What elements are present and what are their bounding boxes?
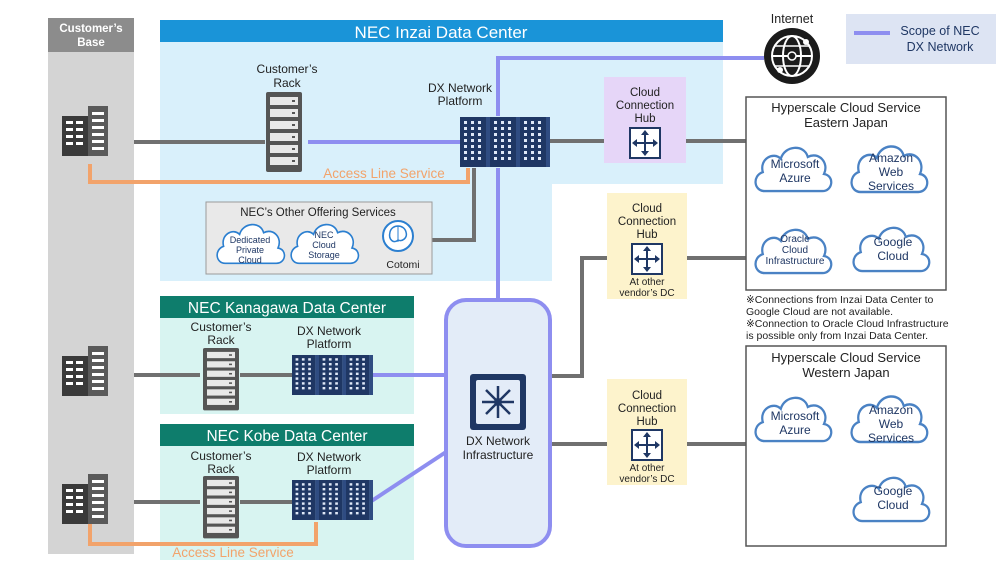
inzai-access-line [88,164,470,184]
east-aws-label-3: Services [868,179,914,193]
legend-label-2: DX Network [907,40,974,54]
cotomi-label: Cotomi [386,259,419,271]
inzai-dc-header [160,20,723,42]
note-line-4: is possible only from Inzai Data Center. [746,330,928,342]
west-google-label-2: Cloud [877,498,908,512]
east-cloud-title-2: Eastern Japan [804,115,888,130]
customer-base-column [48,18,134,554]
kobe-access-line [88,518,318,546]
kobe-dc-title: NEC Kobe Data Center [206,428,367,445]
east-vendor-hub-sub-2: vendor’s DC [619,288,674,299]
cotomi-icon [382,220,414,252]
storage-cloud-label: NEC [314,230,334,240]
link-other-offerings [430,168,476,242]
kanagawa-platform-icon [292,355,373,395]
inzai-rack-label: Customer’s [257,62,318,76]
kobe-rack-label: Customer’s [191,449,252,463]
inzai-access-line-label: Access Line Service [323,166,445,181]
west-aws-label-2: Web [879,417,904,431]
kobe-rack-label-2: Rack [207,462,235,476]
scope-to-internet [496,56,764,116]
east-vendor-hub-label: Cloud [632,203,662,215]
kanagawa-rack-label: Customer’s [191,320,252,334]
west-aws-label: Amazon [869,403,913,417]
note-line-1: ※Connections from Inzai Data Center to [746,294,934,306]
kobe-dc-header [160,424,414,446]
inzai-rack-icon [266,92,302,172]
west-aws-label-3: Services [868,431,914,445]
internet-label: Internet [771,12,814,26]
west-vendor-hub-sub: At other [629,463,665,474]
customer-base-label-2: Base [77,37,105,49]
inzai-hub-label-3: Hub [634,113,655,125]
east-azure-label-2: Azure [779,171,811,185]
internet-globe-icon [764,28,820,84]
kanagawa-dc-header [160,296,414,318]
east-oracle-label-2: Cloud [782,245,808,256]
kanagawa-rack-icon [203,348,239,411]
west-google-label: Google [874,484,913,498]
east-vendor-hub-label-3: Hub [636,229,657,241]
inzai-hub-label-2: Connection [616,100,674,112]
west-vendor-hub-sub-2: vendor’s DC [619,474,674,485]
infrastructure-label: DX Network [466,434,531,448]
east-vendor-hub-icon [630,242,664,276]
east-vendor-hub-label-2: Connection [618,216,676,228]
west-cloud-title-2: Western Japan [802,365,889,380]
storage-cloud-label-2: Cloud [312,240,336,250]
dedicated-cloud-label-2: Private [236,245,264,255]
west-azure-label-2: Azure [779,423,811,437]
inzai-platform-icon [460,117,550,167]
east-google-label: Google [874,235,913,249]
dedicated-cloud-label-3: Cloud [238,255,262,265]
inzai-rack-label-2: Rack [273,76,301,90]
note-line-3: ※Connection to Oracle Cloud Infrastructu… [746,318,949,330]
west-vendor-hub-label-3: Hub [636,416,657,428]
kobe-platform-label-2: Platform [307,463,352,477]
note-line-2: Google Cloud are not available. [746,306,893,318]
legend-box [846,14,996,64]
infrastructure-label-2: Infrastructure [463,448,534,462]
other-offerings-title: NEC’s Other Offering Services [240,207,396,219]
storage-cloud-label-3: Storage [308,250,340,260]
inzai-platform-label: DX Network [428,81,493,95]
east-azure-label: Microsoft [771,157,820,171]
west-cloud-title: Hyperscale Cloud Service [771,350,921,365]
east-cloud-title: Hyperscale Cloud Service [771,100,921,115]
customer-base-header [48,18,134,52]
inzai-dc-title: NEC Inzai Data Center [355,23,528,42]
west-vendor-hub-label-2: Connection [618,403,676,415]
inzai-hub-label: Cloud [630,87,660,99]
kobe-platform-icon [292,480,373,520]
scope-kobe-to-infra [368,450,448,504]
dedicated-cloud-label: Dedicated [230,235,271,245]
east-vendor-hub-sub: At other [629,277,665,288]
kobe-rack-icon [203,476,239,539]
kanagawa-dc-title: NEC Kanagawa Data Center [188,300,386,317]
east-aws-label: Amazon [869,151,913,165]
east-oracle-label-3: Infrastructure [766,256,825,267]
kobe-access-line-label: Access Line Service [172,545,294,560]
kanagawa-platform-label: DX Network [297,324,362,338]
infrastructure-icon [470,374,526,430]
legend-label: Scope of NEC [900,24,979,38]
kanagawa-rack-label-2: Rack [207,333,235,347]
inzai-hub-icon [628,126,662,160]
inzai-platform-label-2: Platform [438,94,483,108]
east-oracle-label: Oracle [780,234,810,245]
kanagawa-platform-label-2: Platform [307,337,352,351]
west-azure-label: Microsoft [771,409,820,423]
east-google-label-2: Cloud [877,249,908,263]
customer-base-label: Customer’s [59,23,122,35]
west-vendor-hub-label: Cloud [632,390,662,402]
kobe-platform-label: DX Network [297,450,362,464]
west-vendor-hub-icon [630,428,664,462]
east-aws-label-2: Web [879,165,904,179]
